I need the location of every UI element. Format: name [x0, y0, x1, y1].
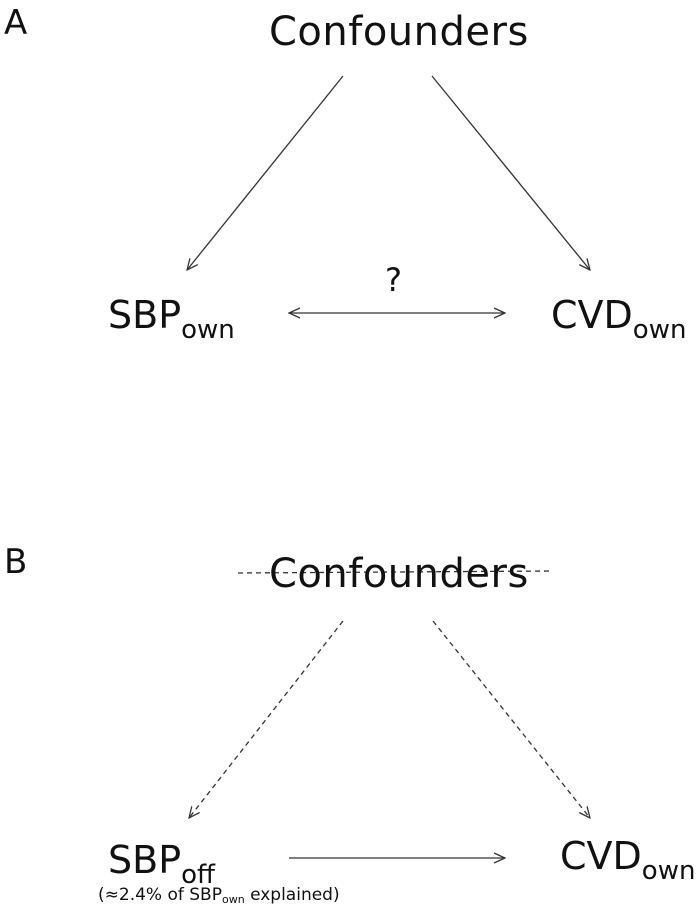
sbp-own-main: SBP: [108, 293, 182, 337]
panel-label-a: A: [4, 3, 28, 43]
confounders-to-sbp-dashed-arrow: [189, 620, 344, 818]
confounders-to-sbp-arrow: [187, 75, 344, 270]
cvd-own-node-b: CVDown: [560, 834, 695, 884]
note-text-after: explained): [244, 885, 340, 905]
panel-b-edges: [0, 570, 700, 918]
cvd-own-subscript-a: own: [632, 315, 687, 345]
question-mark: ?: [385, 261, 402, 299]
sbp-own-subscript: own: [181, 315, 235, 345]
cvd-own-node-a: CVDown: [551, 293, 686, 343]
cvd-own-main-a: CVD: [551, 293, 633, 337]
confounders-to-cvd-arrow: [431, 75, 590, 270]
confounders-node-a: Confounders: [269, 9, 529, 55]
sbp-own-node: SBPown: [108, 293, 235, 343]
sbp-off-node: SBPoff: [108, 838, 215, 888]
cvd-own-main-b: CVD: [560, 834, 642, 878]
note-text-before: (≈2.4% of SBP: [98, 885, 222, 905]
cvd-own-subscript-b: own: [641, 856, 696, 886]
confounders-strikethrough: [237, 570, 553, 574]
panel-b: B Confounders SBPoff (≈2.4% of SBPown ex…: [0, 459, 700, 918]
sbp-off-main: SBP: [108, 838, 182, 882]
sbp-off-subscript: off: [181, 860, 215, 890]
panel-a: A Confounders ? SBPown CVDown: [0, 3, 700, 459]
note-subscript: own: [221, 893, 245, 906]
panel-label-b: B: [4, 542, 28, 582]
confounders-to-cvd-dashed-arrow: [432, 620, 590, 818]
confounders-node-b: Confounders: [269, 551, 529, 597]
explained-variance-note: (≈2.4% of SBPown explained): [98, 885, 340, 906]
panel-a-edges: [0, 75, 700, 459]
